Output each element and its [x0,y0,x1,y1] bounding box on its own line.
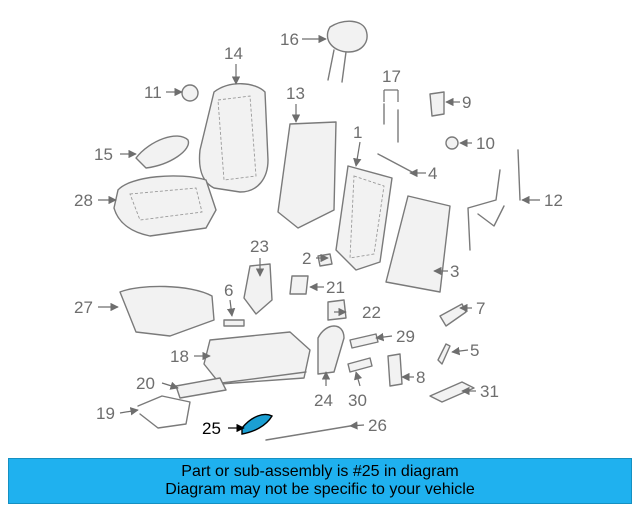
part-29-bracket [349,333,379,349]
part-28-cushion-cover [113,175,217,237]
callout-20: 20 [136,374,155,393]
part-25-highlighted[interactable] [241,413,273,435]
part-24-side-panel [317,325,345,375]
part-1-seatback-frame [335,165,393,271]
part-16-headrest [326,20,368,83]
banner-line-1: Part or sub-assembly is #25 in diagram [181,463,459,480]
part-5-strip [437,343,451,365]
part-10-grommet [445,136,459,150]
callout-labels: 16 14 17 11 13 9 1 10 15 4 12 28 23 2 3 … [74,30,563,438]
part-31-cover [429,381,475,403]
part-14-seatback-cover [198,83,269,193]
callout-21: 21 [326,278,345,297]
callout-4: 4 [428,164,437,183]
part-9-clip [429,91,445,117]
part-4-rod [377,153,413,173]
callout-29: 29 [396,327,415,346]
callout-31: 31 [480,382,499,401]
part-17-bolts [383,103,399,143]
callout-19: 19 [96,404,115,423]
callout-8: 8 [416,368,425,387]
callout-24: 24 [314,391,333,410]
seat-parts-diagram: 16 14 17 11 13 9 1 10 15 4 12 28 23 2 3 … [74,20,563,441]
callout-1: 1 [353,123,362,142]
part-13-seatback-pad [277,121,337,229]
callout-15: 15 [94,145,113,164]
part-7-hinge [439,303,467,327]
callout-7: 7 [476,299,485,318]
part-8-cover [387,353,403,387]
callout-2: 2 [302,249,311,268]
callout-30: 30 [348,391,367,410]
callout-16: 16 [280,30,299,49]
callout-26: 26 [368,416,387,435]
banner-line-2: Diagram may not be specific to your vehi… [165,481,475,498]
part-26-rod [265,425,351,441]
callout-3: 3 [450,262,459,281]
info-banner: Part or sub-assembly is #25 in diagram D… [8,458,632,504]
callout-25[interactable]: 25 [202,419,221,438]
callout-11: 11 [144,83,162,102]
part-2-knob [317,253,333,267]
part-3-back-panel [385,195,451,293]
callout-17: 17 [382,67,401,86]
callout-5: 5 [470,341,479,360]
callout-13: 13 [286,84,305,103]
part-27-cushion-pad [119,285,215,337]
callout-28: 28 [74,191,93,210]
leader-lines [98,34,540,433]
callout-14: 14 [224,44,243,63]
part-19-wire-frame [137,395,191,429]
part-30-bracket [347,357,373,373]
part-21-bracket [289,275,309,295]
part-15-trim [135,135,190,169]
callout-12: 12 [544,191,563,210]
callout-27: 27 [74,298,93,317]
part-12-harness [467,149,521,251]
callout-6: 6 [224,281,233,300]
callout-18: 18 [170,347,189,366]
part-11-knob [181,84,199,102]
part-18-seat-frame [203,331,311,385]
part-20-plate [175,377,227,399]
part-6-strip [223,319,245,327]
part-23-shield [243,263,273,315]
callout-23: 23 [250,237,269,256]
callout-22: 22 [362,303,381,322]
callout-9: 9 [462,93,471,112]
callout-10: 10 [476,134,495,153]
part-22-cover [327,299,347,321]
